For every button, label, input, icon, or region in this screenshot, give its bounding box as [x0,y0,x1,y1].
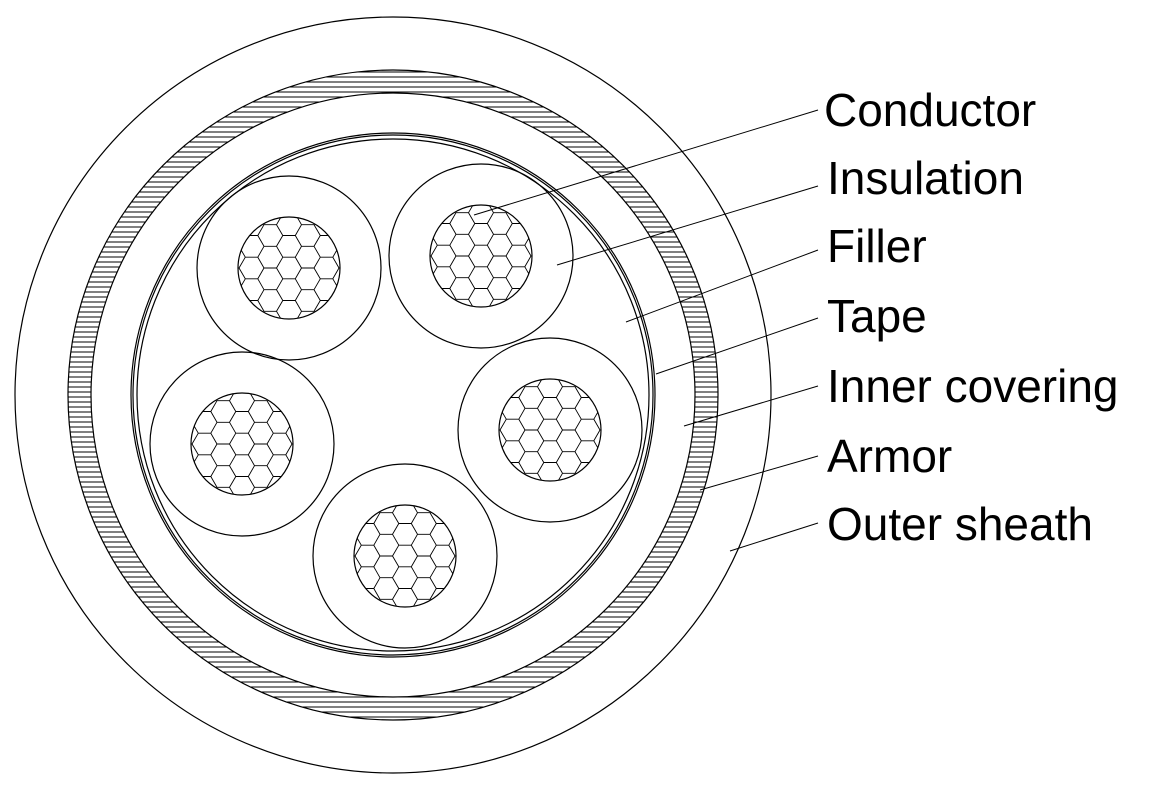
label-outer-sheath: Outer sheath [827,498,1093,550]
leader-tape [655,317,819,375]
cable-core [196,175,382,361]
label-conductor: Conductor [824,84,1036,136]
conductor-outline [353,504,457,608]
outer-sheath-outer-edge [14,16,772,774]
conductor-strands [499,379,601,481]
label-armor: Armor [827,430,952,482]
label-filler: Filler [827,220,927,272]
conductor-outline [237,216,341,320]
cable-core [388,163,574,349]
armor-outer-edge [67,69,719,721]
insulation-ring [149,351,335,537]
conductor-strands [430,205,532,307]
cable-core [457,337,643,523]
label-tape: Tape [827,290,927,342]
insulation-ring [388,163,574,349]
label-inner-covering: Inner covering [827,360,1119,412]
conductor-outline [190,392,294,496]
cable-cores [149,163,643,649]
label-insulation: Insulation [827,152,1024,204]
leader-lines [473,109,819,552]
leader-outer-sheath [729,522,819,552]
leader-armor [699,455,819,491]
conductor-outline [429,204,533,308]
armor-band [68,71,718,718]
conductor-outline [498,378,602,482]
leader-inner-covering [683,385,819,427]
cable-core [312,463,498,649]
tape-outer-edge [132,134,654,656]
insulation-ring [196,175,382,361]
armor-inner-edge [90,92,696,698]
leader-conductor [473,109,819,216]
tape-inner-edge [136,138,650,652]
conductor-strands [191,393,293,495]
insulation-ring [457,337,643,523]
leader-filler [625,249,819,323]
conductor-strands [354,505,456,607]
insulation-ring [312,463,498,649]
conductor-strands [238,217,340,319]
inner-covering-inner-edge [130,132,656,658]
leader-insulation [556,185,819,266]
cable-core [149,351,335,537]
